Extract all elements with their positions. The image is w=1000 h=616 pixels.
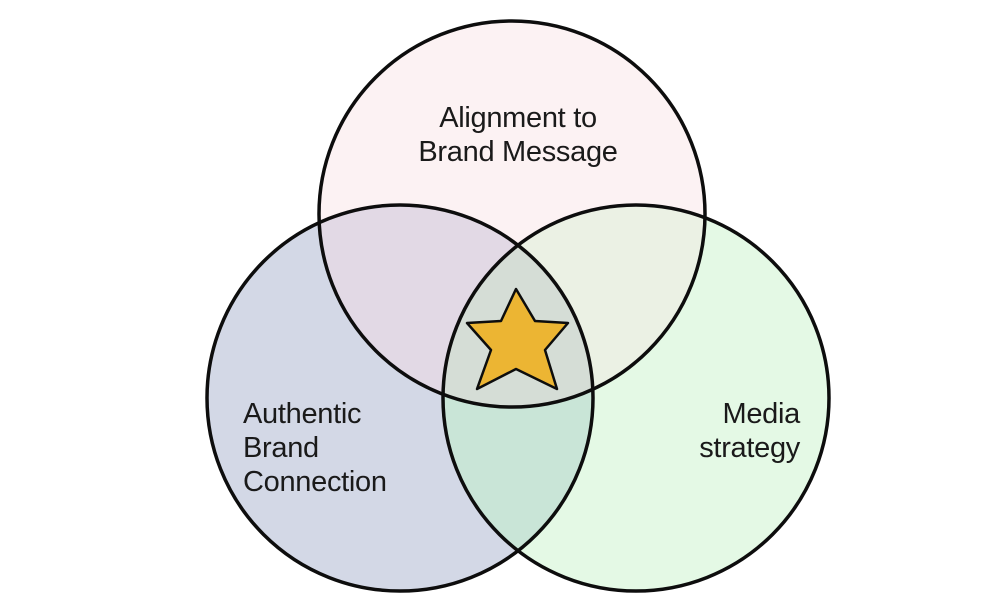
label-media: Media strategy	[640, 397, 800, 465]
label-authentic-line-1: Authentic	[243, 398, 362, 430]
label-authentic: Authentic Brand Connection	[243, 397, 387, 499]
label-authentic-line-2: Brand	[243, 432, 319, 464]
overlap-center	[443, 205, 593, 407]
circle-alignment-outline	[317, 19, 707, 409]
circle-authentic-outline	[205, 203, 595, 593]
label-media-line-1: Media	[722, 398, 801, 430]
label-authentic-line-3: Connection	[243, 466, 387, 498]
circle-media-outline	[441, 203, 831, 593]
label-alignment-line-1: Alignment to	[439, 102, 597, 134]
label-media-line-2: strategy	[699, 432, 800, 464]
label-alignment-line-2: Brand Message	[418, 136, 618, 168]
label-alignment: Alignment to Brand Message	[380, 101, 656, 169]
star-icon	[465, 287, 570, 391]
